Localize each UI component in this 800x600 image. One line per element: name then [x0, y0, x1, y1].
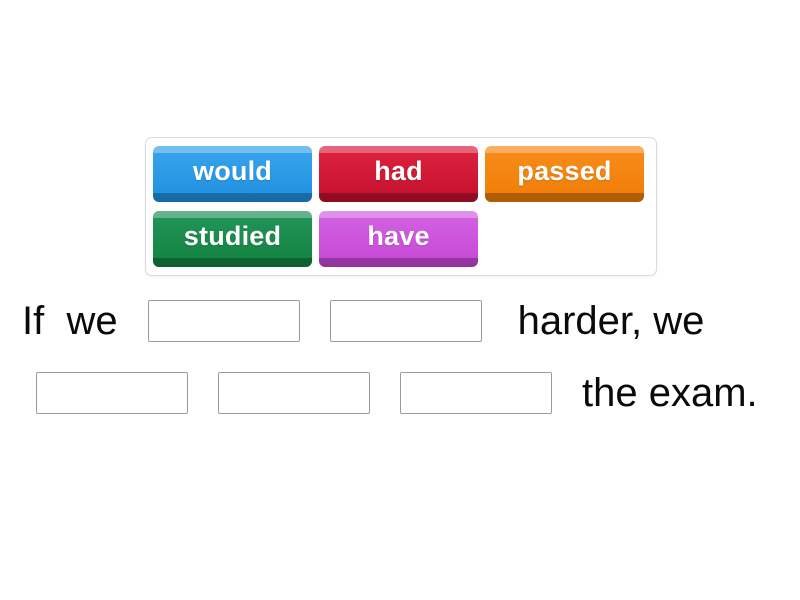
word-tile-passed[interactable]: passed: [485, 146, 644, 202]
word-bank-tile-grid: would had passed studied have: [153, 146, 651, 276]
word-tile-empty-slot: [485, 211, 644, 267]
word-tile-label: passed: [517, 156, 612, 186]
word-tile-label: have: [367, 221, 430, 251]
word-bank-container: would had passed studied have: [145, 137, 657, 276]
drop-blank-3[interactable]: [36, 372, 188, 414]
drop-blank-1[interactable]: [147, 300, 300, 342]
word-tile-have[interactable]: have: [319, 211, 478, 267]
drop-blank-4[interactable]: [218, 372, 370, 414]
word-tile-label: studied: [183, 221, 282, 251]
sentence-text-trail-2: the exam.: [582, 371, 758, 415]
word-tile-had[interactable]: had: [319, 146, 478, 202]
word-tile-would[interactable]: would: [153, 146, 312, 202]
sentence-text-trail-1: harder, we: [517, 299, 705, 343]
word-tile-studied[interactable]: studied: [153, 211, 312, 267]
sentence-line-1: If we harder, we: [0, 292, 800, 350]
sentence-text-lead: If we: [22, 299, 118, 343]
word-tile-label: had: [374, 156, 423, 186]
sentence-line-2: the exam.: [0, 364, 800, 422]
drop-blank-5[interactable]: [400, 372, 552, 414]
drop-blank-2[interactable]: [329, 300, 482, 342]
word-tile-label: would: [193, 156, 272, 186]
sentence-exercise: If we harder, we the exam.: [0, 292, 800, 422]
